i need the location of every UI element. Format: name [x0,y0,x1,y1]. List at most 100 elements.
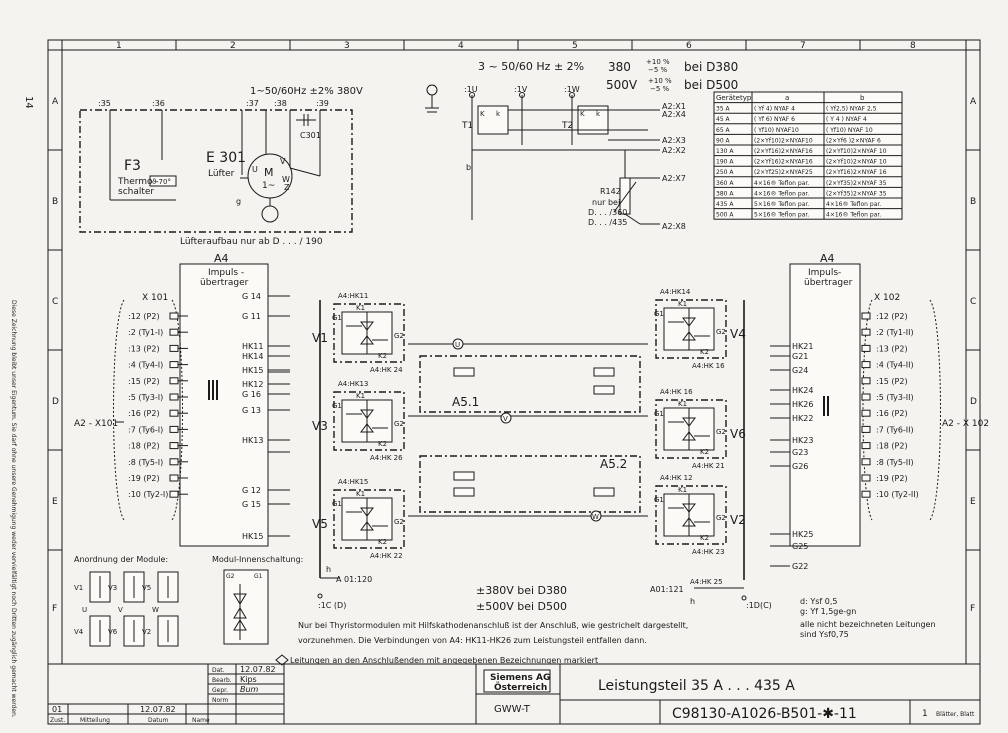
svg-text:G1: G1 [332,402,342,410]
left-terminal: :2 (Ty1-I) [128,328,163,337]
svg-text:K1: K1 [356,490,365,498]
left-gate: G 11 [242,312,261,321]
a5-1-resistor-2 [593,367,615,377]
left-terminal: :4 (Ty4-I) [128,361,163,370]
row-D-right: D [970,397,977,407]
module-hk: A4:HK13 [338,380,368,388]
right-terminal: :4 (Ty4-II) [876,361,914,370]
right-terminal: :8 (Ty5-II) [876,458,914,467]
a5-2-resistor-1 [453,471,475,481]
phase-marker-w: W [590,510,602,522]
t2-k: K [580,110,585,118]
svg-text:K1: K1 [356,392,365,400]
supply-tol-3: +10 % [648,77,672,85]
right-terminal: :12 (P2) [876,312,908,321]
svg-text:G1: G1 [332,314,342,322]
luefter-label: Lüfter [208,169,235,179]
tb-gepr-label: Gepr. [212,687,228,694]
col-8: 8 [910,41,916,51]
a4-left-sub-1: Impuls - [208,268,244,278]
thermo-temp: ϑ 70° [152,178,171,186]
left-gate: G 16 [242,390,261,399]
table-cell: 35 A [716,106,731,113]
svg-text:K2: K2 [700,348,709,356]
legend-d: d: Ysf 0,5 [800,597,837,606]
arrangement-label: V4 [74,628,84,636]
company-line-1: Siemens AG [490,673,550,683]
transformer-t2 [577,105,609,135]
table-cell: 45 A [716,116,731,123]
anordnung-label: Anordnung der Module: [74,555,168,564]
junction-h-right: h [690,597,695,606]
table-cell: (2×Yf35)2×NYAF 35 [826,180,887,187]
right-terminal: :15 (P2) [876,377,908,386]
table-header: a [785,94,789,102]
a5-1-frame [419,355,641,413]
thermo-label-2: schalter [118,187,154,197]
row-A-right: A [970,97,977,107]
tb-mitteilung-label: Mitteilung [80,717,110,724]
ground-symbol [425,84,439,113]
svg-text:K2: K2 [378,440,387,448]
right-gate: HK26 [792,400,813,409]
svg-text:K2: K2 [700,534,709,542]
tr-output: A2:X7 [662,174,686,183]
t2-label: T2 [561,121,573,131]
svg-text:K1: K1 [678,486,687,494]
module-label: V6 [730,427,746,441]
a4-right-box [789,263,861,547]
table-header: b [860,94,865,102]
a5-2-label: A5.2 [600,457,627,471]
c-d-node: :1C (D) [318,601,346,610]
t1-k2: k [496,110,501,118]
module-hk: A4:HK 24 [370,366,403,374]
svg-text:V: V [503,415,508,423]
innen-label: Modul-Innenschaltung: [212,555,303,564]
v380-note: ±380V bei D380 [476,584,567,597]
a5-2-resistor-2 [453,487,475,497]
supply-d500: bei D500 [684,78,738,92]
left-gate: HK13 [242,436,263,445]
legend-g: g: Yf 1,5ge-gn [800,607,856,616]
fan-caption: Lüfteraufbau nur ab D . . . / 190 [180,237,323,247]
c301-label: C301 [300,131,321,140]
table-cell: 435 A [716,201,734,208]
note-line-1: Nur bei Thyristormodulen mit Hilfskathod… [298,621,688,630]
tb-name-label: Name [192,717,210,724]
right-gate: G25 [792,542,808,551]
left-terminal: :16 (P2) [128,409,160,418]
r142-4: D. . . /435 [588,218,627,227]
right-gate: HK25 [792,530,813,539]
a5-2-resistor-3 [593,487,615,497]
transformer-t1 [477,105,509,135]
fan-node: :37 [246,99,259,108]
module-hk: A4:HK 23 [692,548,725,556]
table-cell: 5×16® Teflon par. [754,201,809,208]
tb-norm-label: Norm [212,697,229,704]
phase-marker-v: V [500,412,512,424]
a2x102-label: A2 - X 102 [942,419,989,429]
note-line-3: Leitungen an den Anschlußenden mit angeg… [290,656,598,665]
table-cell: 360 A [716,180,734,187]
legend-rest-1: alle nicht bezeichneten Leitungen [800,620,936,629]
a4-left-title: A4 [214,252,229,265]
left-terminal: :15 (P2) [128,377,160,386]
fan-node: :35 [98,99,111,108]
right-gate-list: HK21G21G24HK24HK26HK22HK23G23G26HK25G25G… [770,342,813,571]
module-label: V4 [730,327,746,341]
arrangement-label: V1 [74,584,83,592]
tb-bearb-label: Bearb. [212,677,232,684]
tb-datum-label: Datum [148,717,168,724]
motor-z: Z [284,183,290,192]
table-cell: (2×Yf16)2×NYAF16 [754,148,813,155]
table-cell: (2×Yf35)2×NYAF 35 [826,190,887,197]
right-terminal: :16 (P2) [876,409,908,418]
innen-g2: G2 [226,573,235,580]
arrangement-w: W [152,606,159,614]
right-gate: G24 [792,366,808,375]
supply-d380: bei D380 [684,60,738,74]
row-A-left: A [52,97,59,107]
left-gate: G 14 [242,292,261,301]
arrangement-v: V [118,606,123,614]
left-terminal: :12 (P2) [128,312,160,321]
